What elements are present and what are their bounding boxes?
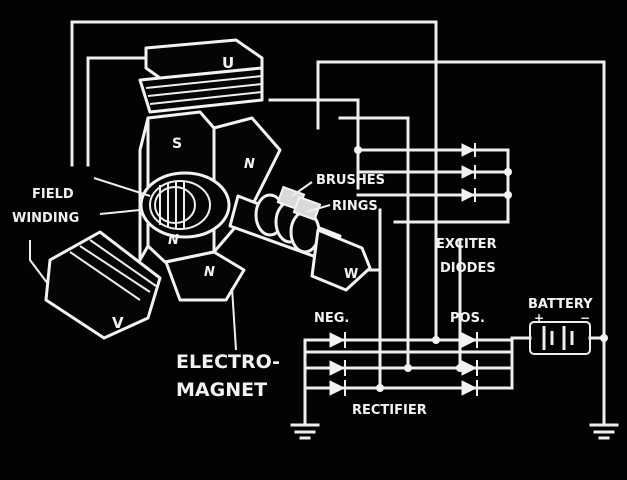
alternator-drawing	[44, 38, 372, 351]
field-winding-stripes	[159, 182, 185, 228]
wire-top-loop	[70, 20, 438, 342]
ground-right	[589, 423, 619, 440]
label-v: V	[112, 314, 124, 332]
label-u: U	[222, 54, 234, 72]
label-s: S	[172, 136, 182, 152]
junction	[600, 334, 608, 342]
wire-field-loop	[86, 56, 150, 167]
neg-diode-3	[329, 380, 346, 396]
label-battery: BATTERY	[528, 297, 593, 312]
exciter-diode-2	[461, 165, 476, 179]
u-coil-stripe	[147, 83, 263, 97]
junction	[432, 336, 440, 344]
label-pos: POS.	[450, 311, 485, 326]
junction	[504, 168, 512, 176]
label-rectifier: RECTIFIER	[352, 403, 427, 418]
battery-case	[529, 321, 591, 355]
label-brushes: BRUSHES	[316, 173, 385, 188]
exciter-diodes	[461, 143, 476, 202]
rotor-pole-n-lower	[164, 250, 246, 302]
rotor-side	[138, 116, 150, 262]
pos-diode-3	[461, 380, 478, 396]
label-magnet: MAGNET	[176, 379, 267, 401]
v-coil	[44, 230, 162, 340]
rectifier-diodes	[329, 332, 478, 396]
field-winding-pointer	[93, 177, 151, 197]
neg-diode-1	[329, 332, 346, 348]
junction	[376, 384, 384, 392]
label-electro: ELECTRO-	[176, 351, 280, 373]
labels: U V W S N N N FIELD WINDING BRUSHES RING…	[12, 54, 593, 418]
field-winding-pointer	[99, 209, 141, 215]
pos-diode-2	[461, 360, 478, 376]
wire-exciter-rail	[316, 60, 606, 427]
pos-diode-1	[461, 332, 478, 348]
u-coil-stripe	[145, 75, 263, 89]
label-field: FIELD	[32, 187, 74, 202]
label-winding: WINDING	[12, 211, 79, 226]
label-diodes: DIODES	[440, 261, 496, 276]
neg-diode-2	[329, 360, 346, 376]
electromagnet-pointer	[231, 287, 237, 351]
label-w: W	[344, 267, 358, 282]
label-neg: NEG.	[314, 311, 349, 326]
label-n3: N	[204, 265, 215, 280]
label-exciter: EXCITER	[436, 237, 497, 252]
brush-2	[292, 195, 322, 221]
label-rings: RINGS	[332, 199, 378, 214]
label-n1: N	[244, 157, 255, 172]
junction	[504, 191, 512, 199]
label-battery-plus: +	[534, 311, 544, 325]
exciter-diode-1	[461, 143, 476, 157]
field-winding-turn	[149, 180, 211, 230]
u-coil-stripe	[149, 91, 263, 105]
brushes-pointer	[291, 181, 313, 197]
v-coil-stripes	[69, 239, 157, 301]
label-battery-minus: −	[580, 311, 590, 325]
battery-symbol	[529, 321, 591, 355]
junction	[354, 146, 362, 154]
wire-exciter-collector	[393, 148, 510, 224]
wire-ring-1	[268, 98, 360, 190]
rings-pointer	[305, 204, 331, 213]
ground-left	[290, 423, 320, 440]
exciter-diode-3	[461, 188, 476, 202]
w-coil	[310, 228, 372, 292]
wire-ring-2	[338, 116, 410, 370]
junction	[404, 364, 412, 372]
label-n2: N	[168, 233, 179, 248]
